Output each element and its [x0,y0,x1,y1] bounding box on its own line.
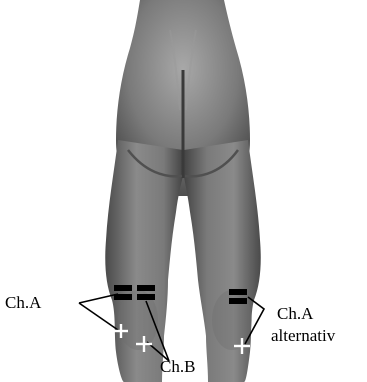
lead-cha-to-pos [79,303,118,330]
label-alternativ: alternativ [271,327,335,344]
label-channel-a: Ch.A [5,294,41,311]
label-channel-b: Ch.B [160,358,195,375]
label-channel-a-alternative: Ch.A [277,305,313,322]
